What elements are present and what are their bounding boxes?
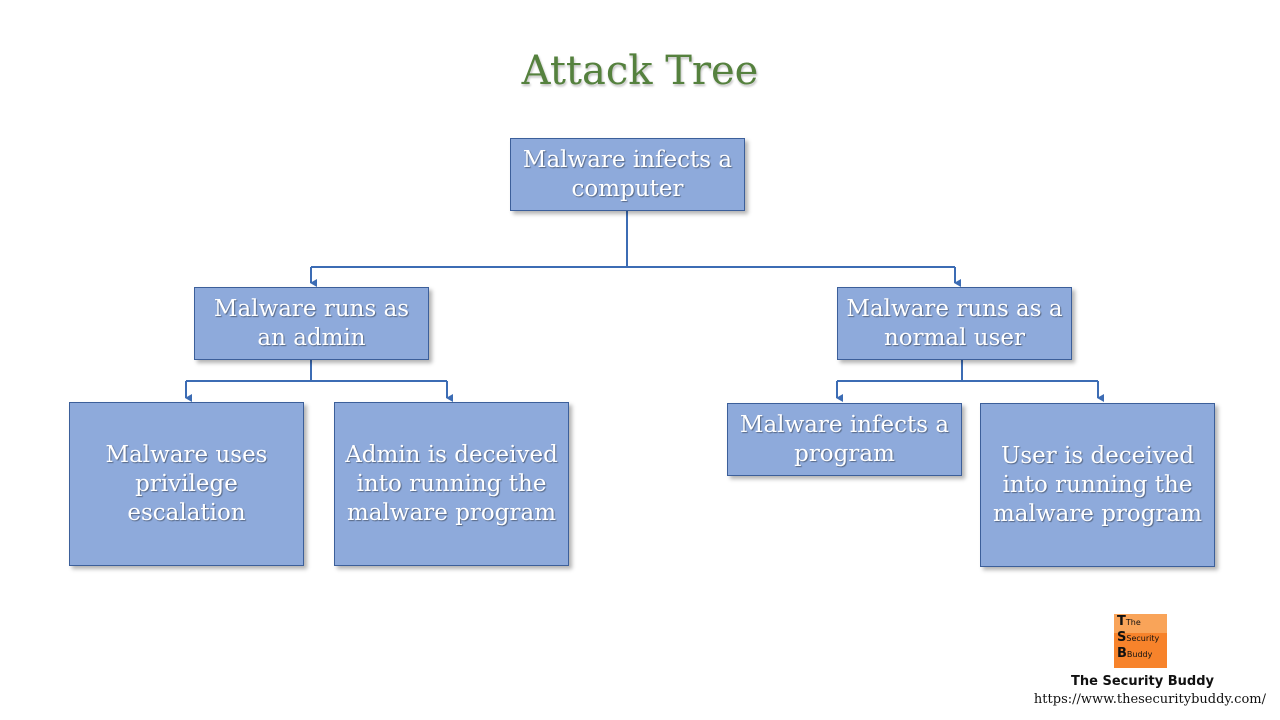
logo-line-3: Buddy xyxy=(1126,650,1153,659)
node-admin-deceived: Admin is deceived into running the malwa… xyxy=(334,402,569,566)
node-root: Malware infects a computer xyxy=(510,138,745,211)
edge-user-split xyxy=(837,360,1098,382)
security-buddy-logo: TThe SSecurity BBuddy xyxy=(1114,614,1167,668)
diagram-title: Attack Tree xyxy=(521,48,759,94)
node-admin: Malware runs as an admin xyxy=(194,287,429,360)
node-user-deceived: User is deceived into running the malwar… xyxy=(980,403,1215,567)
node-infects-program: Malware infects a program xyxy=(727,403,962,476)
edge-root-split xyxy=(311,211,955,268)
node-normal-user: Malware runs as a normal user xyxy=(837,287,1072,360)
brand-name: The Security Buddy xyxy=(1071,674,1214,689)
edge-admin-split xyxy=(186,360,447,382)
node-privilege-escalation: Malware uses privilege escalation xyxy=(69,402,304,566)
logo-line-1: The xyxy=(1125,618,1141,627)
logo-line-2: Security xyxy=(1126,634,1160,643)
brand-url[interactable]: https://www.thesecuritybuddy.com/ xyxy=(1033,692,1266,707)
